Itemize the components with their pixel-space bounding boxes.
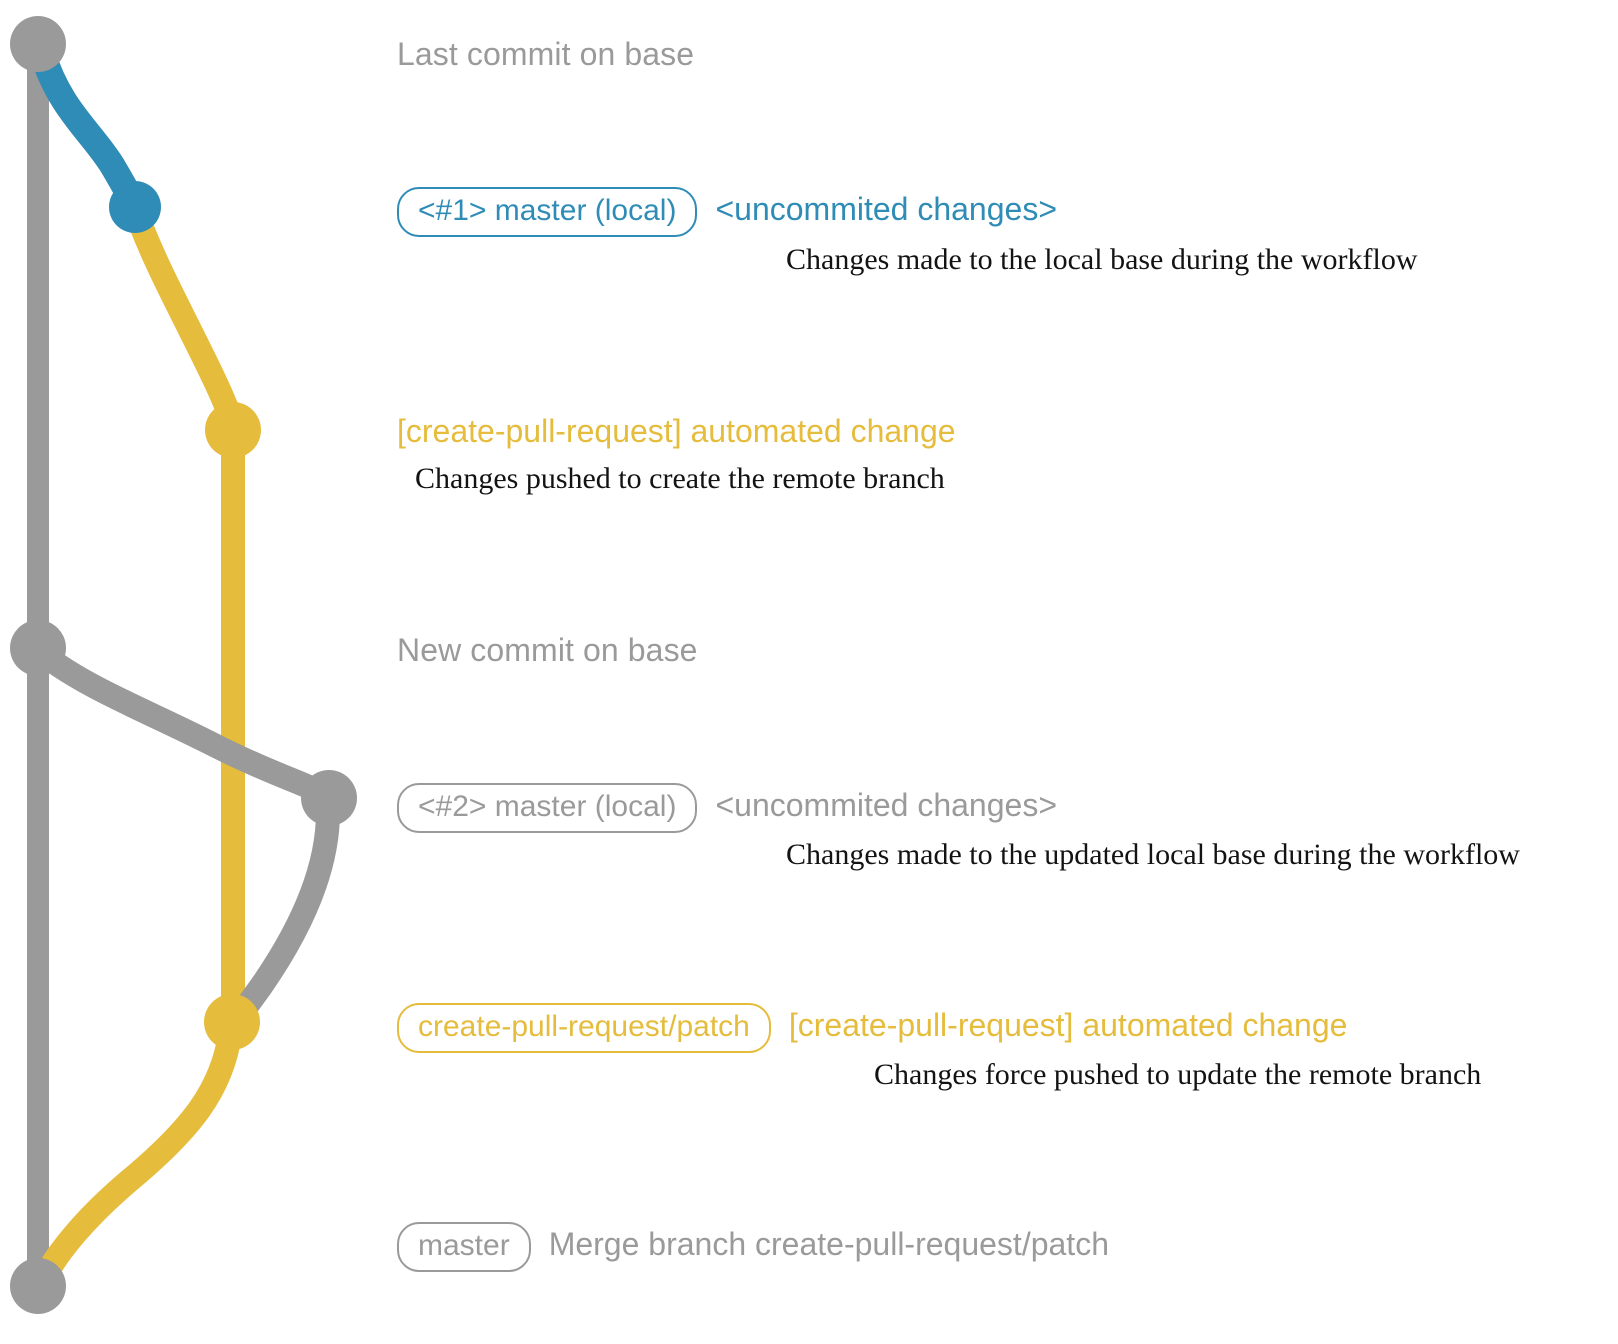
description-automated-change-2: Changes force pushed to update the remot…: [874, 1058, 1482, 1091]
label-row-automated-change-1: [create-pull-request] automated change: [397, 413, 956, 450]
label-row-master-local-2: <#2> master (local) <uncommited changes>: [397, 783, 1057, 833]
description-master-local-2: Changes made to the updated local base d…: [786, 838, 1520, 871]
description-master-local-1: Changes made to the local base during th…: [786, 243, 1418, 276]
commit-node-automated-change-2[interactable]: [204, 994, 260, 1050]
branch-badge-master[interactable]: master: [397, 1222, 531, 1272]
branch-badge-master-local-2[interactable]: <#2> master (local): [397, 783, 698, 833]
commit-message-automated-change-1: [create-pull-request] automated change: [397, 413, 956, 449]
commit-node-merge-master[interactable]: [10, 1258, 66, 1314]
branch-badge-create-pull-request-patch[interactable]: create-pull-request/patch: [397, 1003, 771, 1053]
label-row-new-commit-on-base: New commit on base: [397, 632, 698, 669]
commit-message-last-commit-on-base: Last commit on base: [397, 36, 695, 72]
label-row-master-local-1: <#1> master (local) <uncommited changes>: [397, 187, 1057, 237]
label-row-automated-change-2: create-pull-request/patch [create-pull-r…: [397, 1003, 1347, 1053]
commit-message-automated-change-2: [create-pull-request] automated change: [788, 1007, 1348, 1043]
label-row-merge-master: master Merge branch create-pull-request/…: [397, 1222, 1109, 1272]
commit-message-merge-master: Merge branch create-pull-request/patch: [548, 1226, 1109, 1262]
commit-node-master-local-2[interactable]: [301, 770, 357, 826]
commit-message-master-local-2: <uncommited changes>: [715, 787, 1057, 823]
branch-line-updated-local: [32, 643, 332, 804]
commit-node-master-local-1[interactable]: [109, 181, 161, 233]
commit-node-new-commit-on-base[interactable]: [10, 620, 66, 676]
git-graph: [10, 16, 357, 1314]
label-row-last-commit-on-base: Last commit on base: [397, 36, 694, 73]
branch-line-patch-upper: [125, 203, 245, 437]
branch-line-patch-merge: [32, 1022, 242, 1290]
commit-node-last-commit-on-base[interactable]: [10, 16, 66, 72]
commit-message-master-local-1: <uncommited changes>: [715, 191, 1057, 227]
description-automated-change-1: Changes pushed to create the remote bran…: [415, 462, 945, 495]
branch-badge-master-local-1[interactable]: <#1> master (local): [397, 187, 698, 237]
commit-message-new-commit-on-base: New commit on base: [397, 632, 698, 668]
commit-node-automated-change-1[interactable]: [205, 402, 261, 458]
